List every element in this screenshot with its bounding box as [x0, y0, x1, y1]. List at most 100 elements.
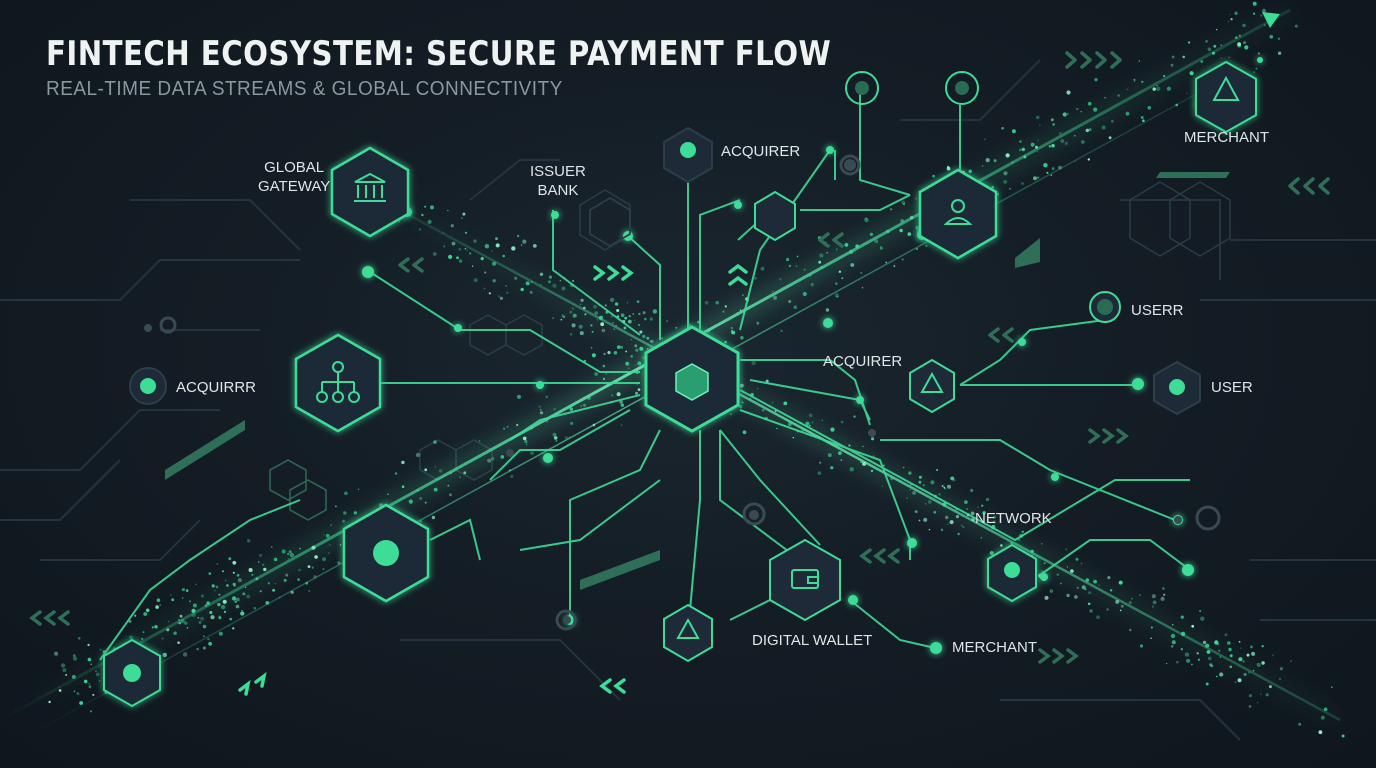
node-hierarchy[interactable]: [294, 333, 382, 433]
particle: [582, 403, 586, 407]
particle: [569, 310, 573, 314]
node-global-gateway[interactable]: [330, 146, 410, 238]
particle: [1180, 648, 1184, 651]
particle: [155, 605, 159, 609]
particle: [1213, 44, 1217, 48]
particle: [914, 510, 918, 513]
particle: [889, 208, 893, 211]
particle: [860, 271, 863, 275]
particle: [620, 345, 624, 349]
particle: [171, 598, 175, 602]
particle: [143, 612, 148, 616]
particle: [907, 232, 912, 236]
node-digital-wallet[interactable]: [769, 538, 841, 622]
particle: [578, 324, 583, 329]
particle: [933, 511, 937, 514]
particle: [903, 203, 905, 206]
label-acquirer-top: ACQUIRER: [721, 143, 801, 160]
particle: [942, 502, 947, 507]
particle: [1170, 63, 1174, 67]
particle: [883, 464, 885, 467]
particle: [620, 313, 625, 318]
particle: [1087, 101, 1092, 106]
particle: [516, 234, 520, 238]
particle: [325, 533, 330, 538]
particle: [433, 487, 438, 492]
node-left-big[interactable]: [342, 503, 430, 603]
particle: [1207, 47, 1212, 52]
particle: [170, 594, 172, 596]
particle: [162, 652, 167, 658]
particle: [1080, 110, 1082, 113]
particle: [819, 253, 824, 258]
particle: [849, 467, 854, 472]
node-bottom-left[interactable]: [103, 638, 161, 708]
particle: [1021, 148, 1024, 151]
particle: [204, 604, 208, 607]
particle: [840, 459, 843, 461]
background-circuits: [0, 59, 1376, 741]
particle: [218, 616, 222, 620]
particle: [427, 219, 432, 224]
particle: [1256, 701, 1259, 704]
particle: [869, 232, 874, 236]
particle: [1263, 24, 1266, 26]
particle: [555, 440, 558, 442]
particle: [159, 604, 161, 606]
particle: [1139, 594, 1141, 596]
particle: [154, 625, 158, 629]
particle: [1188, 41, 1191, 44]
particle: [1259, 14, 1263, 17]
particle: [584, 313, 587, 316]
particle: [749, 397, 752, 400]
particle: [1051, 144, 1054, 147]
particle: [342, 519, 346, 523]
particle: [1085, 578, 1090, 582]
particle: [522, 239, 527, 244]
particle: [448, 254, 453, 259]
particle: [642, 311, 646, 315]
particle: [819, 461, 822, 464]
ring-dots: [159, 154, 1221, 631]
particle: [297, 578, 300, 581]
particle: [232, 627, 235, 630]
particle: [177, 641, 180, 644]
particle: [1035, 115, 1040, 120]
particle: [984, 138, 986, 141]
node-network[interactable]: [987, 543, 1037, 603]
particle: [1117, 94, 1120, 97]
node-center-hub[interactable]: [644, 325, 740, 433]
particle: [1052, 123, 1055, 126]
particle: [636, 384, 638, 386]
node-user-top[interactable]: [918, 168, 998, 260]
particle: [661, 337, 663, 340]
particle: [195, 583, 197, 585]
particle: [817, 471, 822, 475]
particle: [730, 326, 733, 330]
particle: [642, 334, 646, 339]
particle: [1252, 1, 1257, 6]
node-user[interactable]: [1153, 360, 1201, 416]
particle: [607, 351, 611, 355]
node-acquirrr[interactable]: [129, 367, 167, 405]
node-merchant-top[interactable]: [1195, 60, 1257, 134]
node-acquirer-mid[interactable]: [909, 358, 955, 414]
particle: [966, 508, 968, 510]
node-acquirer-top[interactable]: [663, 126, 713, 184]
node-userr[interactable]: [1089, 291, 1121, 323]
particle: [1252, 669, 1255, 672]
particle: [464, 247, 467, 250]
particle: [214, 590, 216, 592]
particle: [1096, 615, 1100, 620]
particle: [1247, 671, 1251, 674]
particle: [1234, 681, 1237, 683]
particle: [724, 340, 727, 344]
particle: [516, 424, 519, 426]
particle: [415, 452, 421, 458]
particle: [1162, 587, 1165, 590]
particle: [473, 239, 477, 243]
particle: [561, 314, 565, 318]
node-bottom-triangle[interactable]: [663, 603, 713, 663]
particle: [182, 652, 188, 657]
particle: [796, 255, 799, 258]
